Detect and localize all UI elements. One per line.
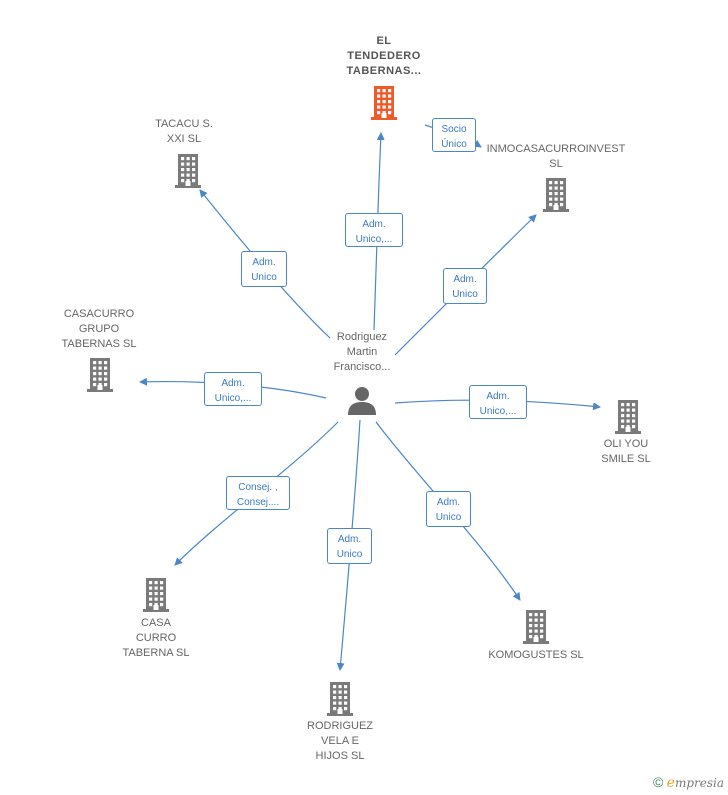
relation-label-inmocasacurroinvest[interactable]: Socio Único: [432, 118, 476, 152]
company-label-tacacu[interactable]: TACACU S. XXI SL: [155, 118, 213, 145]
company-label-oli-you-smile[interactable]: OLI YOU SMILE SL: [601, 438, 651, 465]
building-icon[interactable]: [612, 398, 644, 434]
building-icon[interactable]: [324, 680, 356, 716]
relation-label-inmocasacurroinvest[interactable]: Adm. Unico: [443, 268, 487, 304]
relation-label-el-tendedero[interactable]: Adm. Unico,...: [345, 213, 403, 247]
brand-name: mpresia: [674, 776, 724, 790]
center-person-label[interactable]: Rodriguez Martin Francisco...: [333, 331, 391, 373]
watermark: © empresia: [653, 774, 724, 791]
copyright-symbol: ©: [652, 774, 664, 790]
relation-label-komogustes[interactable]: Adm. Unico: [426, 491, 471, 527]
person-icon[interactable]: [346, 384, 378, 421]
relation-label-rodriguez-vela[interactable]: Adm. Unico: [327, 528, 372, 564]
relation-label-oli-you-smile[interactable]: Adm. Unico,...: [469, 385, 527, 419]
building-icon[interactable]: [172, 152, 204, 188]
building-icon[interactable]: [368, 84, 400, 120]
company-label-inmocasacurroinvest[interactable]: INMOCASACURROINVEST SL: [486, 143, 626, 170]
building-icon[interactable]: [84, 356, 116, 392]
company-label-casacurro-grupo[interactable]: CASACURRO GRUPO TABERNAS SL: [61, 308, 137, 350]
company-label-komogustes[interactable]: KOMOGUSTES SL: [488, 649, 584, 661]
brand-initial: e: [666, 775, 675, 791]
company-label-el-tendedero[interactable]: EL TENDEDERO TABERNAS...: [346, 35, 422, 77]
building-icon[interactable]: [520, 608, 552, 644]
relation-label-tacacu[interactable]: Adm. Unico: [241, 251, 287, 287]
company-label-rodriguez-vela[interactable]: RODRIGUEZ VELA E HIJOS SL: [307, 720, 373, 762]
relation-label-casa-curro-taberna[interactable]: Consej. , Consej....: [226, 476, 290, 510]
building-icon[interactable]: [140, 576, 172, 612]
relation-label-casacurro-grupo[interactable]: Adm. Unico,...: [204, 372, 262, 406]
company-label-casa-curro-taberna[interactable]: CASA CURRO TABERNA SL: [122, 617, 190, 659]
building-icon[interactable]: [540, 176, 572, 212]
